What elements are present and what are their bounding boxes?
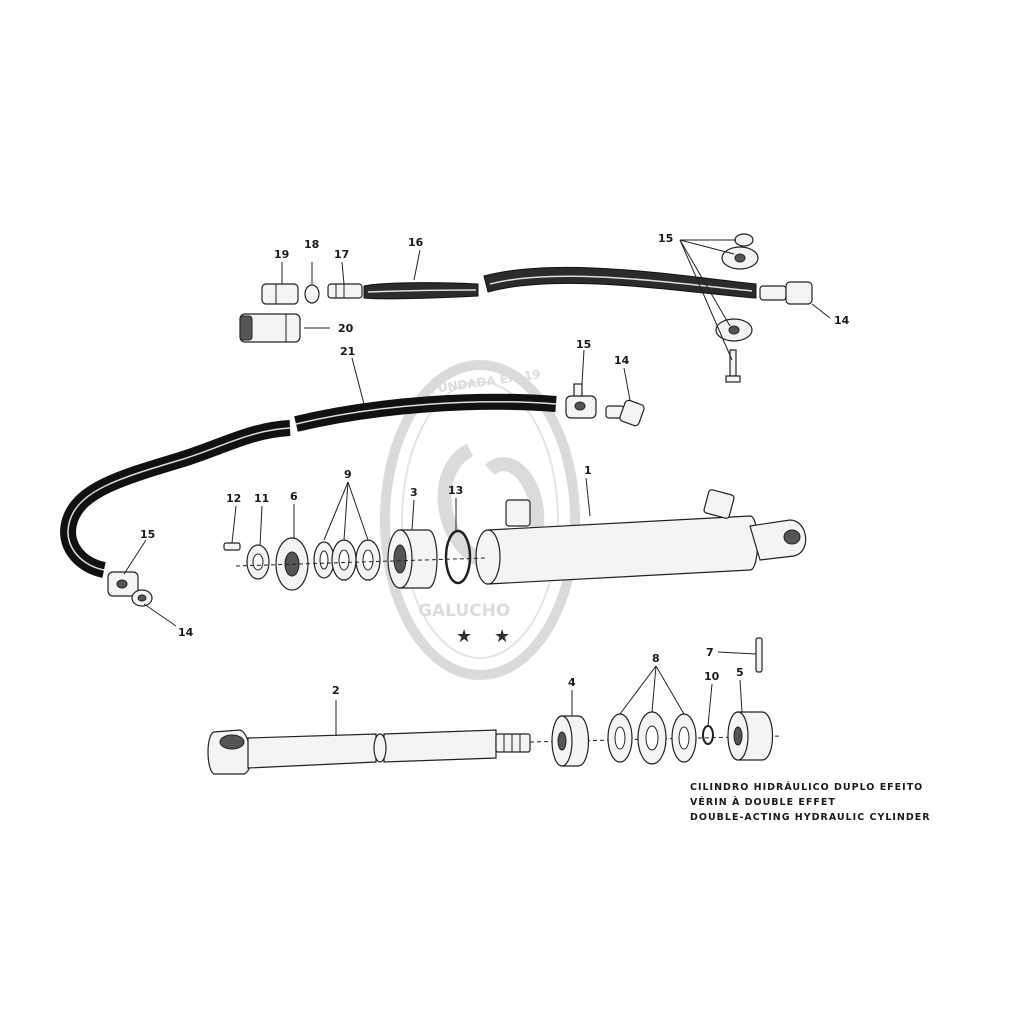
part-label-15-top: 15 [658,232,673,245]
part-label-4: 4 [568,676,576,689]
clamp-15-top [715,233,759,383]
leader-lines [123,239,831,736]
bushing-4 [551,715,589,767]
part-label-14-left: 14 [178,626,194,639]
part-label-11: 11 [254,492,269,505]
pin-7 [755,637,763,673]
fitting-14-mid [605,399,645,427]
part-label-2: 2 [332,684,340,697]
clamp-15-mid [565,383,597,419]
part-label-19: 19 [274,248,289,261]
part-label-8: 8 [652,652,660,665]
watermark-name: GALUCHO [418,601,510,621]
piston-rod-2 [207,729,531,775]
part-label-9: 9 [344,468,352,481]
caption-portuguese: CILINDRO HIDRÁULICO DUPLO EFEITO [690,781,923,793]
nut-11 [246,544,270,580]
part-label-18: 18 [304,238,319,251]
part-label-13: 13 [448,484,463,497]
cylinder-barrel-1 [475,489,807,585]
pin-12 [223,542,241,551]
fitting-14-top [759,281,813,305]
watermark-star-icon: ★ [456,626,472,647]
part-label-12: 12 [226,492,241,505]
fitting-17 [327,283,363,299]
part-label-14-top: 14 [834,314,850,327]
part-label-20: 20 [338,322,354,335]
part-label-17: 17 [334,248,349,261]
hose-21 [60,393,557,578]
part-label-15-left: 15 [140,528,155,541]
part-label-16: 16 [408,236,424,249]
part-label-1: 1 [584,464,592,477]
connector-19 [261,283,299,305]
caption-english: DOUBLE-ACTING HYDRAULIC CYLINDER [690,812,931,823]
part-label-6: 6 [290,490,298,503]
quick-coupler-20 [239,313,301,343]
o-ring-10 [702,725,714,745]
part-label-10: 10 [704,670,720,683]
part-label-21: 21 [340,345,355,358]
part-number-labels: 16 17 18 19 20 15 14 21 15 14 15 14 12 1… [140,232,850,697]
part-label-15-mid: 15 [576,338,591,351]
part-label-5: 5 [736,666,744,679]
seal-ring-18 [304,284,320,304]
part-label-3: 3 [410,486,418,499]
watermark-star-icon-2: ★ [494,626,510,647]
caption-french: VÉRIN À DOUBLE EFFET [690,796,836,808]
seals-8 [607,711,697,765]
part-label-14-mid: 14 [614,354,630,367]
caption-block: CILINDRO HIDRÁULICO DUPLO EFEITO VÉRIN À… [690,781,931,823]
gland-nut-5 [727,711,773,761]
gland-3 [387,529,438,589]
hose-16 [363,266,757,300]
part-label-7: 7 [706,646,714,659]
fitting-14-left [131,589,153,607]
seals-9 [313,539,381,581]
clamp-15-left [107,571,139,597]
seal-13 [444,529,472,585]
